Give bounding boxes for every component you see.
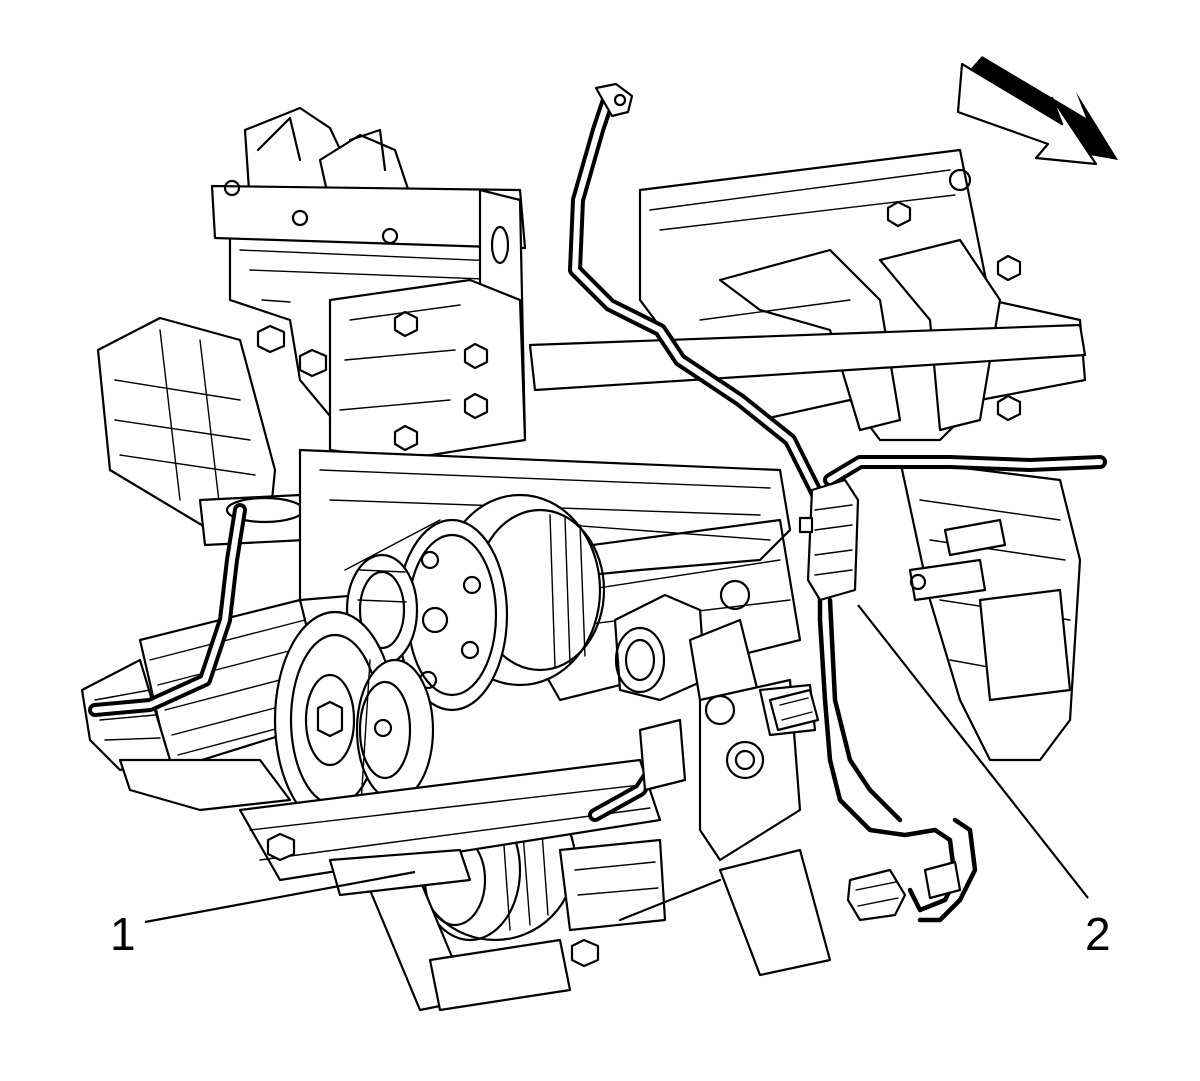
callout-2-label: 2: [1085, 908, 1111, 960]
thermostat-housing: [613, 593, 817, 862]
callout-1-label: 1: [110, 908, 136, 960]
left-component-box: [96, 316, 307, 547]
end-connector: [846, 860, 962, 922]
subframe: [238, 758, 662, 1012]
large-upper-pulley: [395, 493, 606, 712]
exhaust-manifold: [638, 148, 1087, 442]
arrow-right-down-icon: [956, 56, 1118, 166]
callout-2: 2: [857, 604, 1111, 960]
lower-pipe: [588, 718, 687, 822]
upper-radiator-hose: [568, 82, 827, 507]
callout-1: 1: [110, 870, 416, 960]
left-coolant-hose: [88, 503, 247, 717]
lower-bracket: [558, 838, 832, 977]
harness-connector: [798, 478, 860, 602]
intake-manifold: [210, 106, 527, 462]
heater-hose: [823, 455, 1107, 487]
right-engine-side: [898, 458, 1082, 762]
accessory-bracket: [256, 278, 527, 462]
sensor-connector: [768, 688, 820, 732]
